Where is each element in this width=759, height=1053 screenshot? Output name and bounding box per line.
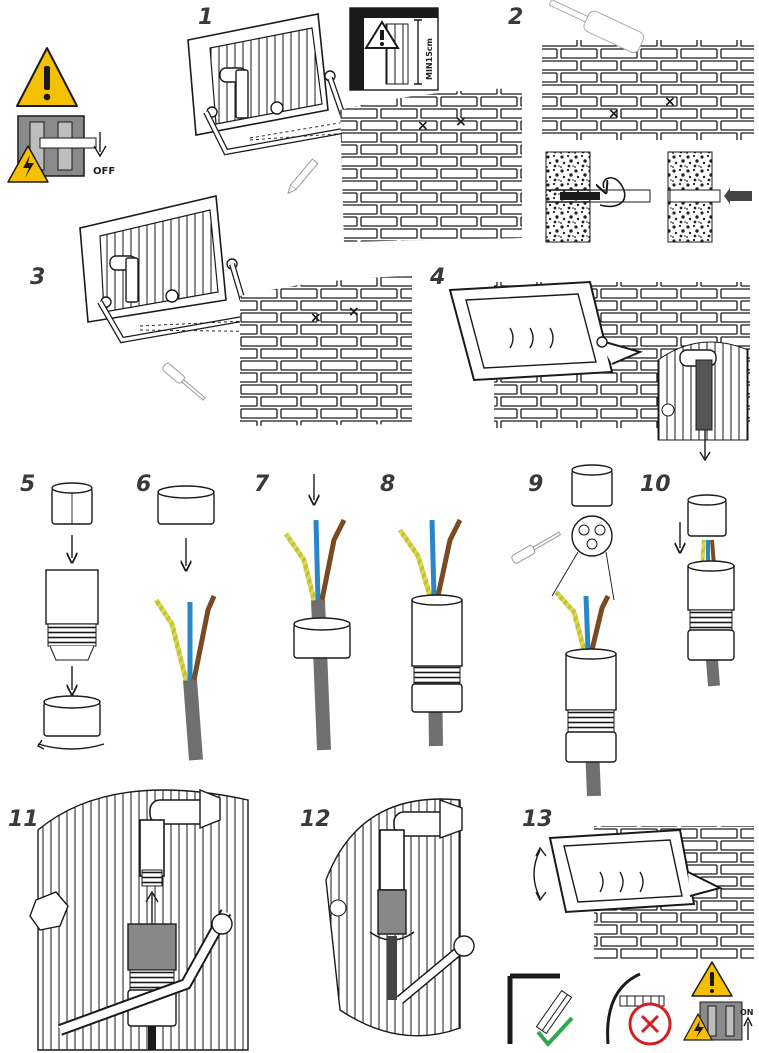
step-number-2: 2	[508, 5, 523, 30]
step-2-wall	[542, 40, 754, 140]
step-13-floodlight	[533, 828, 723, 914]
high-voltage-icon	[7, 145, 49, 183]
check-icon	[536, 1016, 574, 1048]
step-3-wall	[240, 276, 412, 426]
step-12-detail	[325, 798, 475, 1037]
mark-x: ×	[608, 106, 620, 122]
screwdriver-icon	[511, 531, 562, 564]
gland-cap	[687, 494, 727, 537]
step-number-3: 3	[30, 265, 45, 290]
mark-x: ×	[417, 118, 429, 134]
gland-assembled	[565, 648, 617, 763]
step-1-luminaire	[187, 13, 352, 156]
drill-icon	[548, 0, 645, 54]
clearance-inset	[349, 7, 439, 91]
step-number-6: 6	[136, 472, 151, 497]
gland-nut	[293, 617, 351, 659]
gland-cap	[571, 464, 613, 507]
rotate-icon	[37, 743, 105, 750]
gland-cap	[51, 482, 93, 525]
mark-x: ×	[348, 304, 360, 320]
rotate-icon	[533, 849, 541, 899]
gland-assembled	[411, 594, 463, 713]
gland-cap	[157, 485, 215, 525]
correct-orientation	[506, 972, 592, 1048]
high-voltage-icon	[682, 1012, 714, 1041]
warning-icon	[16, 47, 78, 107]
step-number-1: 1	[198, 5, 213, 30]
incorrect-orientation	[606, 972, 672, 1046]
seal-insert-detail	[551, 515, 615, 601]
step-number-13: 13	[522, 807, 553, 832]
off-label: OFF	[93, 166, 115, 177]
step-number-5: 5	[20, 472, 35, 497]
cable-wires	[153, 595, 217, 761]
gland-assembled	[687, 560, 735, 661]
step-3-luminaire	[79, 195, 252, 344]
gland-nut	[36, 695, 105, 750]
step-number-12: 12	[300, 807, 331, 832]
mark-x: ×	[455, 114, 467, 130]
step-number-9: 9	[528, 472, 543, 497]
step-number-7: 7	[254, 472, 270, 497]
step-4-floodlight	[448, 280, 643, 382]
step-1-wall	[340, 88, 522, 242]
mark-x: ×	[664, 94, 676, 110]
min-distance-label: MIN15cm	[425, 38, 434, 80]
anchor-insert-detail	[667, 151, 752, 243]
step-number-4: 4	[429, 265, 445, 290]
gland-body	[45, 569, 99, 661]
drill-hole-detail	[545, 151, 651, 243]
on-label: ON	[740, 1008, 754, 1017]
step-number-8: 8	[380, 472, 395, 497]
switch-on-icon	[699, 1001, 753, 1041]
step-number-11: 11	[8, 807, 39, 832]
screwdriver-icon	[162, 362, 206, 401]
step-number-10: 10	[640, 472, 671, 497]
step-11-detail	[29, 788, 249, 1051]
pencil-icon	[287, 158, 319, 195]
step-4-detail	[657, 341, 749, 462]
warning-icon	[691, 961, 733, 997]
mark-x: ×	[310, 310, 322, 326]
